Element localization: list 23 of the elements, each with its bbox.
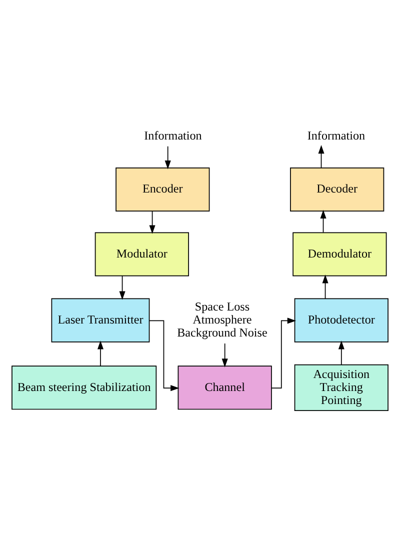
node-text: Information [144,128,202,142]
arrow [320,209,326,232]
arrow [318,144,324,168]
arrow [148,320,180,391]
arrow [271,317,296,388]
node-text: Information [307,128,366,142]
arrow [338,340,344,364]
arrow [119,274,126,300]
arrow [164,145,171,169]
arrow [222,342,228,367]
node-box: Laser Transmitter [51,298,150,342]
node-box: Decoder [290,166,384,211]
arrow [97,340,104,366]
node-box: Beam steering Stabilization [12,365,157,410]
node-box: Encoder [116,166,210,211]
arrow [322,274,328,299]
node-box: Channel [178,365,272,410]
node-box: Modulator [94,232,189,276]
node-box: Photodetector [294,298,388,342]
node-box: Acquisition Tracking Pointing [294,364,388,410]
node-box: Demodulator [292,232,387,276]
arrow [149,210,156,234]
node-text: Space Loss Atmosphere Background Noise [177,299,268,339]
